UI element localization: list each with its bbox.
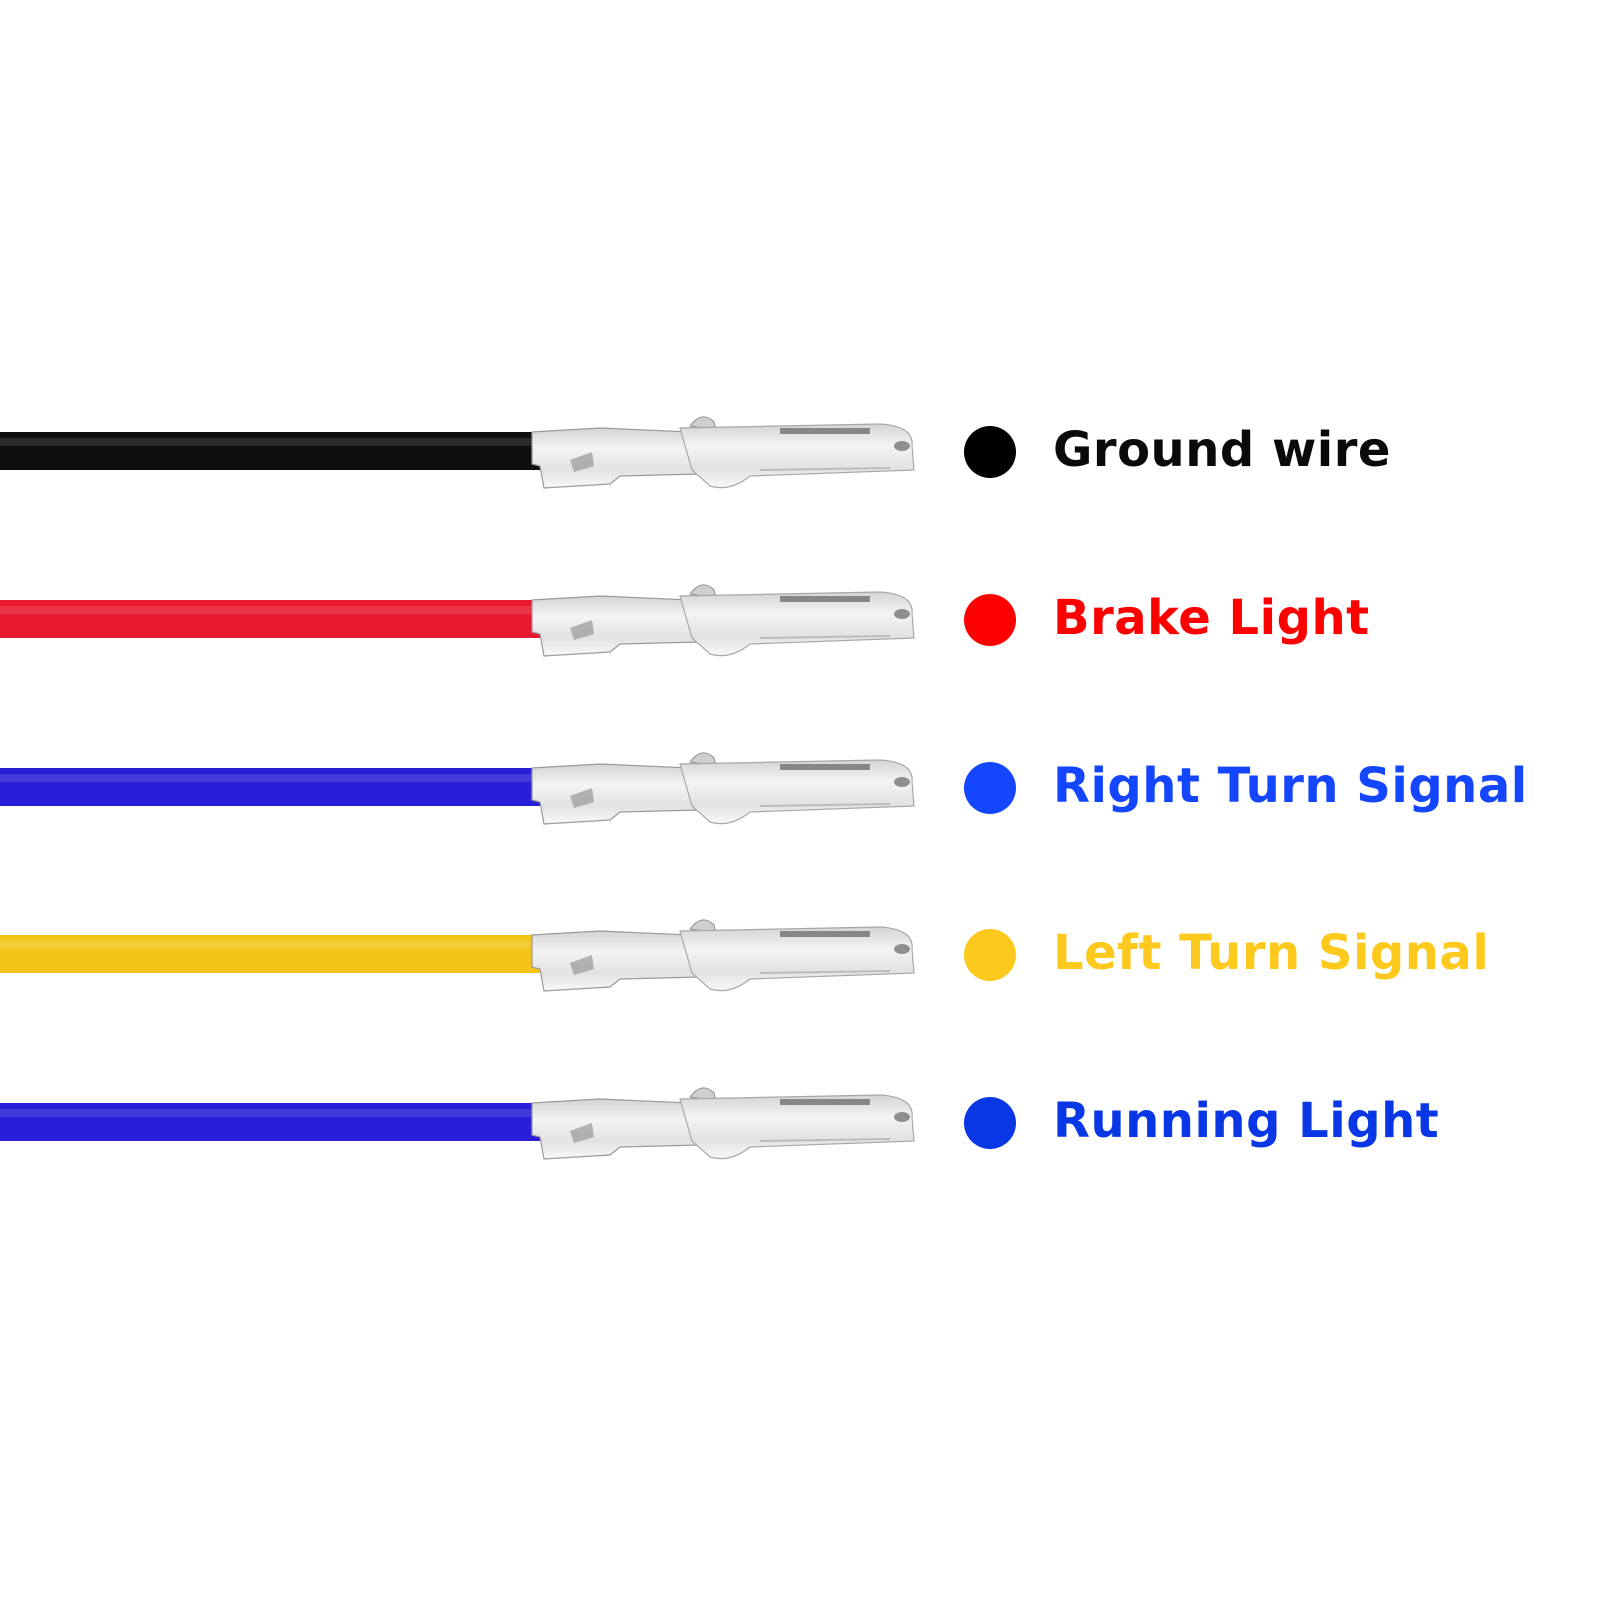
right-turn-wire xyxy=(0,768,548,806)
ground-label: Ground wire xyxy=(1053,422,1391,478)
left-turn-label: Left Turn Signal xyxy=(1053,925,1490,981)
terminal-icon xyxy=(531,918,915,992)
brake-wire xyxy=(0,600,548,638)
running-label: Running Light xyxy=(1053,1093,1440,1149)
legend-row-right-turn: Right Turn Signal xyxy=(0,742,1600,832)
legend-row-left-turn: Left Turn Signal xyxy=(0,909,1600,999)
brake-dot-icon xyxy=(964,594,1016,646)
brake-label: Brake Light xyxy=(1053,590,1370,646)
left-turn-dot-icon xyxy=(964,929,1016,981)
legend-row-ground: Ground wire xyxy=(0,406,1600,496)
right-turn-dot-icon xyxy=(964,762,1016,814)
ground-dot-icon xyxy=(964,426,1016,478)
legend-row-running: Running Light xyxy=(0,1077,1600,1167)
left-turn-wire xyxy=(0,935,548,973)
ground-wire xyxy=(0,432,548,470)
terminal-icon xyxy=(531,583,915,657)
running-wire xyxy=(0,1103,548,1141)
terminal-icon xyxy=(531,415,915,489)
legend-row-brake: Brake Light xyxy=(0,574,1600,664)
terminal-icon xyxy=(531,1086,915,1160)
terminal-icon xyxy=(531,751,915,825)
running-dot-icon xyxy=(964,1097,1016,1149)
right-turn-label: Right Turn Signal xyxy=(1053,758,1528,814)
